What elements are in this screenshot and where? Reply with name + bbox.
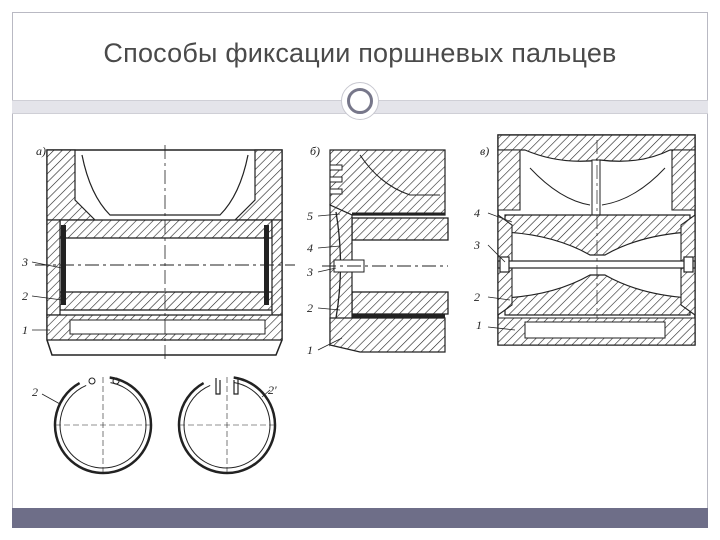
ring-callout-2: 2	[32, 385, 38, 399]
figure-b-callout-1: 1	[307, 343, 313, 357]
figure-a-callout-2: 2	[22, 289, 28, 303]
figure-v-callout-3: 3	[473, 238, 480, 252]
separator-circle-ornament	[341, 82, 379, 120]
figure-a-callout-3: 3	[21, 255, 28, 269]
figure-b-callout-4: 4	[307, 241, 313, 255]
figure-b-callout-2: 2	[307, 301, 313, 315]
figure-a-callout-1: 1	[22, 323, 28, 337]
figure-b: б) 5 4 3 2 1	[306, 144, 449, 357]
slide-title: Способы фиксации поршневых пальцев	[103, 38, 617, 68]
figure-v-callout-1: 1	[476, 318, 482, 332]
figure-v-callout-4: 4	[474, 206, 480, 220]
ring-callout-2-prime: 2'	[268, 383, 277, 397]
figure-b-callout-3: 3	[306, 265, 313, 279]
figure-b-callout-5: 5	[307, 209, 313, 223]
figure-v-callout-2: 2	[474, 290, 480, 304]
figure-v-label: в)	[480, 144, 489, 158]
figure-v: в) 4 3 2 1	[473, 134, 696, 346]
figure-b-label: б)	[310, 144, 320, 158]
figure-a: а) 3 2 1 2 2'	[21, 144, 295, 475]
figure-a-label: а)	[36, 144, 46, 158]
footer-bar	[12, 508, 708, 528]
